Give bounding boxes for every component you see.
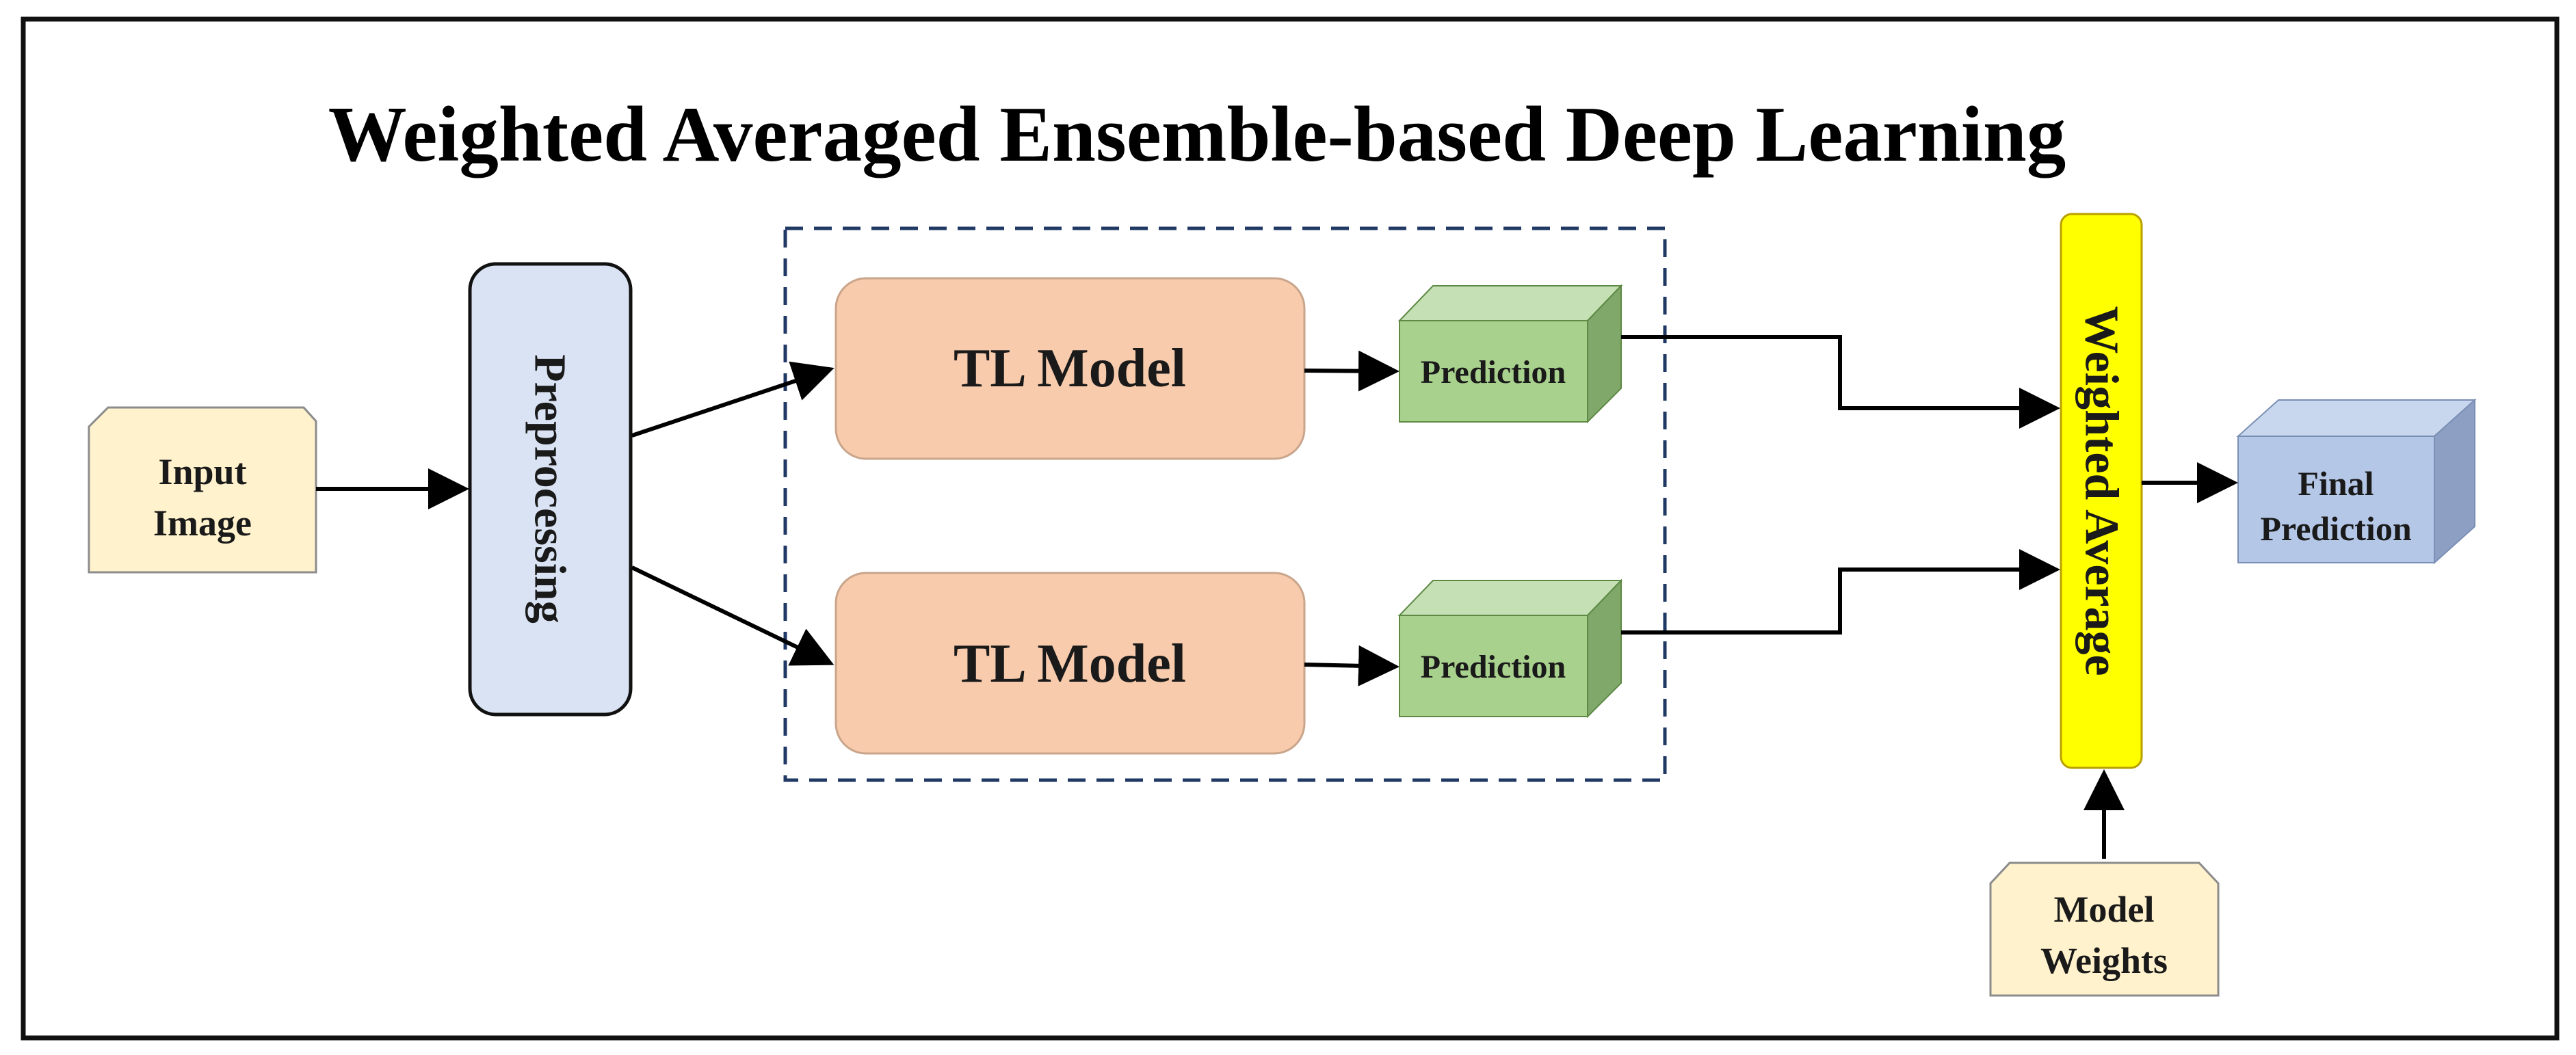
weighted-average-label: Weighted Average [2075, 306, 2128, 676]
arrow-preprocessing-to-tl-top [631, 361, 834, 438]
arrow-prediction-top-to-weighted-average [1621, 335, 2060, 429]
prediction-bottom-label: Prediction [1421, 649, 1566, 685]
weighted-average-box [2060, 213, 2143, 769]
preprocessing-box [468, 262, 633, 717]
preprocessing-node: Preprocessing [468, 262, 633, 717]
input-image-label-line1: Input [158, 451, 246, 492]
tl-model-bottom-node: TL Model [834, 572, 1306, 755]
prediction-top-node: Prediction [1397, 284, 1623, 424]
prediction-bottom-node: Prediction [1397, 578, 1623, 719]
connectors [316, 335, 2238, 859]
diagram-title: Weighted Averaged Ensemble-based Deep Le… [328, 91, 2066, 178]
final-prediction-cube-top [2236, 399, 2477, 437]
tl-model-top-node: TL Model [834, 277, 1306, 460]
tl-model-bottom-box [834, 572, 1306, 755]
model-weights-label-line2: Weights [2040, 940, 2168, 981]
weighted-average-node: Weighted Average [2060, 213, 2143, 769]
prediction-top-label: Prediction [1421, 354, 1566, 390]
prediction-bottom-cube-front [1399, 615, 1588, 717]
model-weights-label-line1: Model [2054, 889, 2155, 930]
preprocessing-label: Preprocessing [525, 354, 575, 624]
prediction-bottom-cube-top [1397, 580, 1623, 616]
final-prediction-label-line2: Prediction [2260, 509, 2411, 548]
arrow-prediction-bottom-to-weighted-average [1621, 549, 2060, 635]
model-weights-node: Model Weights [1989, 862, 2220, 997]
final-prediction-cube-front [2237, 436, 2435, 563]
arrow-preprocessing-to-tl-bottom [631, 565, 834, 666]
input-image-shape [88, 406, 317, 574]
final-prediction-node: Final Prediction [2236, 398, 2477, 565]
input-image-node: Input Image [88, 406, 317, 574]
model-weights-shape [1989, 862, 2220, 997]
tl-model-bottom-label: TL Model [954, 634, 1186, 694]
final-prediction-label-line1: Final [2298, 464, 2374, 503]
prediction-top-cube-front [1399, 320, 1588, 423]
input-image-label-line2: Image [153, 503, 252, 544]
arrow-tl-bottom-to-prediction-bottom [1304, 645, 1399, 686]
ensemble-dashed-box [783, 226, 1667, 782]
tl-model-top-box [834, 277, 1306, 460]
prediction-top-cube-top [1397, 285, 1623, 321]
tl-model-top-label: TL Model [954, 338, 1186, 399]
